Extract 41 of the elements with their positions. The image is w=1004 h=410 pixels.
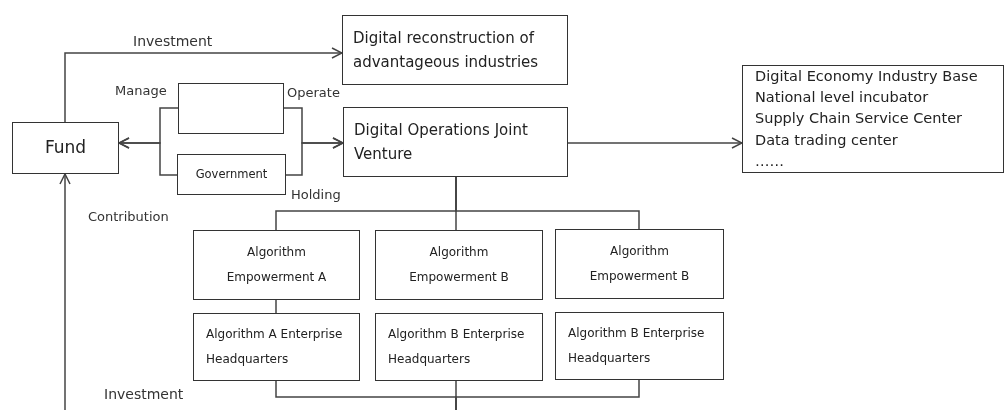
process-box [375, 313, 543, 381]
process-box [555, 229, 724, 299]
annotation-label: Operate [287, 85, 340, 100]
arrow [567, 137, 743, 149]
list-item: National level incubator [755, 88, 930, 108]
annotation-label: Holding [291, 187, 341, 202]
process-box [555, 312, 724, 380]
list-item: Digital Economy Industry Base [755, 67, 979, 87]
box-label: Algorithm B Enterprise Headquarters [568, 324, 706, 367]
annotation-label: Investment [104, 386, 184, 402]
process-box [177, 154, 286, 195]
annotation-label: Manage [115, 83, 167, 98]
empty-box [178, 83, 284, 134]
annotation-label: Contribution [88, 209, 169, 224]
box-label: Algorithm B Enterprise Headquarters [388, 325, 526, 368]
box-label: Algorithm Empowerment A [225, 243, 328, 286]
arrow [64, 47, 343, 123]
box-label: Algorithm A Enterprise Headquarters [206, 325, 344, 368]
edge-label: Investment [133, 33, 213, 49]
process-box [342, 15, 568, 85]
box-label: Digital Operations Joint Venture [354, 120, 529, 165]
connector-line [455, 176, 640, 230]
box-label: Algorithm Empowerment B [588, 242, 691, 285]
box-label: Digital reconstruction of advantageous industries [353, 28, 540, 73]
arrow [59, 173, 71, 410]
box-label: Government [194, 166, 269, 184]
process-box [193, 313, 360, 381]
box-label: Fund [43, 136, 88, 160]
box-label: Algorithm Empowerment B [408, 243, 510, 286]
connector-line [275, 299, 277, 314]
process-box [12, 122, 119, 174]
list-box [742, 65, 1004, 173]
arrow [118, 137, 178, 176]
process-box [343, 107, 568, 177]
connector-line [455, 379, 640, 410]
list-item: …… [755, 151, 785, 171]
process-box [375, 230, 543, 300]
list-item: Data trading center [755, 130, 899, 150]
arrow [285, 137, 344, 176]
process-box [193, 230, 360, 300]
list-item: Supply Chain Service Center [755, 109, 964, 129]
